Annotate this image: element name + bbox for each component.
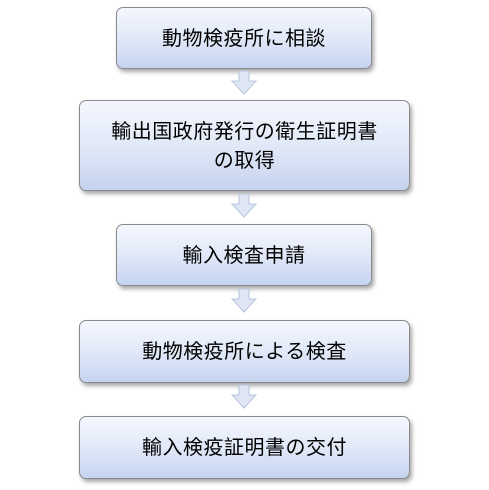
step-box-inspection: 動物検疫所による検査	[79, 320, 410, 383]
step-label: 輸入検査申請	[182, 242, 306, 267]
step-label: 動物検疫所に相談	[162, 25, 326, 50]
step-box-certificate-issuance: 輸入検疫証明書の交付	[79, 416, 410, 479]
step-label: 輸入検疫証明書の交付	[142, 435, 347, 459]
step-box-import-application: 輸入検査申請	[116, 224, 372, 286]
step-box-health-certificate: 輸出国政府発行の衛生証明書 の取得	[79, 100, 410, 191]
step-label: 輸出国政府発行の衛生証明書 の取得	[111, 118, 378, 172]
step-label: 動物検疫所による検査	[142, 339, 347, 363]
step-box-consult: 動物検疫所に相談	[116, 7, 372, 69]
